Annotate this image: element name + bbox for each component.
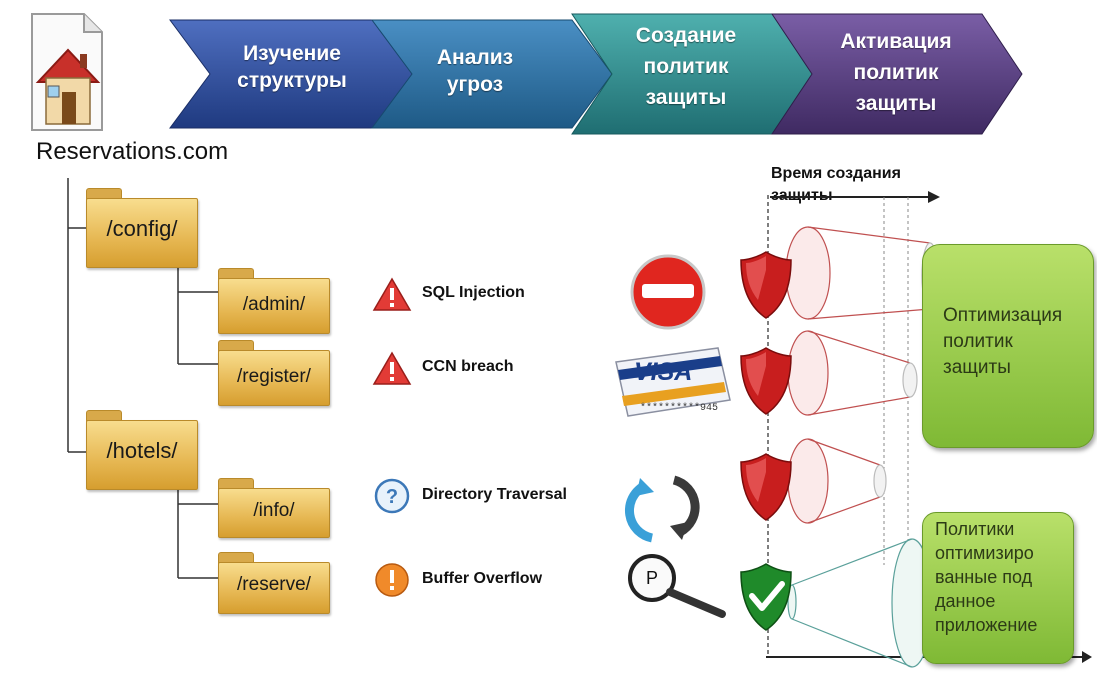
warning-triangle-icon — [372, 277, 412, 311]
threat-buffer-overflow: Buffer Overflow — [422, 570, 543, 587]
folder-config-label: /config/ — [106, 216, 178, 241]
timeline-label: Время создания защиты — [771, 163, 951, 207]
step-chevron-2 — [371, 19, 613, 129]
timeline-label-line-2: защиты — [771, 187, 833, 204]
tree-connectors-lower — [177, 476, 218, 579]
folder-register[interactable]: /register/ — [218, 340, 330, 406]
folder-admin[interactable]: /admin/ — [218, 268, 330, 334]
threat-ccn-breach: CCN breach — [422, 358, 514, 375]
step-label-1: Изучение структуры — [222, 40, 362, 94]
step-label-4: Активация политик защиты — [826, 26, 966, 119]
optimize-policies-box: Оптимизация политик защиты — [922, 244, 1094, 448]
optimize-line-3: защиты — [943, 357, 1011, 378]
optimize-line-1: Оптимизация — [943, 305, 1063, 326]
process-chevrons — [169, 13, 1023, 135]
red-shield-icon — [740, 453, 792, 521]
folder-info[interactable]: /info/ — [218, 478, 330, 538]
app-line-3: ванные под — [935, 567, 1033, 587]
green-shield-icon — [740, 563, 792, 631]
app-line-5: приложение — [935, 615, 1038, 635]
step-1-line-2: структуры — [237, 69, 347, 92]
app-line-4: данное — [935, 591, 996, 611]
warning-triangle-icon — [372, 351, 412, 385]
folder-reserve[interactable]: /reserve/ — [218, 552, 330, 614]
svg-text:?: ? — [386, 486, 398, 508]
visa-brand-text: VISA — [634, 358, 693, 386]
app-line-1: Политики — [935, 519, 1015, 539]
svg-text:**********945: **********945 — [640, 402, 718, 414]
step-2-line-2: угроз — [446, 73, 504, 96]
app-policies-box: Политики оптимизиро ванные под данное пр… — [922, 512, 1074, 664]
visa-card-icon: **********945 — [615, 347, 731, 417]
step-label-2: Анализ угроз — [420, 44, 530, 98]
no-entry-icon — [630, 254, 706, 330]
folder-admin-label: /admin/ — [242, 294, 306, 315]
step-4-line-3: защиты — [855, 92, 937, 115]
optimize-line-2: политик — [943, 331, 1013, 352]
tree-connectors — [67, 178, 218, 453]
house-icon — [31, 13, 103, 131]
step-4-line-1: Активация — [840, 30, 952, 53]
question-icon: ? — [374, 478, 410, 514]
step-1-line-1: Изучение — [243, 42, 341, 65]
folder-register-label: /register/ — [237, 366, 311, 387]
folder-info-label: /info/ — [253, 500, 295, 521]
step-label-3: Создание политик защиты — [622, 20, 750, 113]
folder-config[interactable]: /config/ — [86, 188, 198, 268]
step-2-line-1: Анализ — [436, 46, 514, 69]
magnifier-icon — [628, 554, 726, 618]
folder-reserve-label: /reserve/ — [237, 574, 311, 595]
threat-sql-injection: SQL Injection — [422, 284, 525, 301]
step-3-line-3: защиты — [645, 86, 727, 109]
timeline-label-line-1: Время создания — [771, 165, 901, 182]
red-shield-icon — [740, 347, 792, 415]
folder-hotels-label: /hotels/ — [106, 438, 178, 463]
app-line-2: оптимизиро — [935, 543, 1034, 563]
refresh-arrows-icon — [624, 475, 700, 543]
step-3-line-1: Создание — [635, 24, 737, 47]
magnifier-letter: P — [646, 568, 659, 588]
folder-hotels[interactable]: /hotels/ — [86, 410, 198, 490]
red-shield-icon — [740, 251, 792, 319]
step-4-line-2: политик — [853, 61, 939, 84]
site-name: Reservations.com — [36, 138, 229, 165]
step-chevron-4 — [771, 13, 1023, 135]
threat-directory-traversal: Directory Traversal — [422, 486, 567, 503]
exclamation-icon — [375, 563, 409, 597]
step-3-line-2: политик — [643, 55, 729, 78]
